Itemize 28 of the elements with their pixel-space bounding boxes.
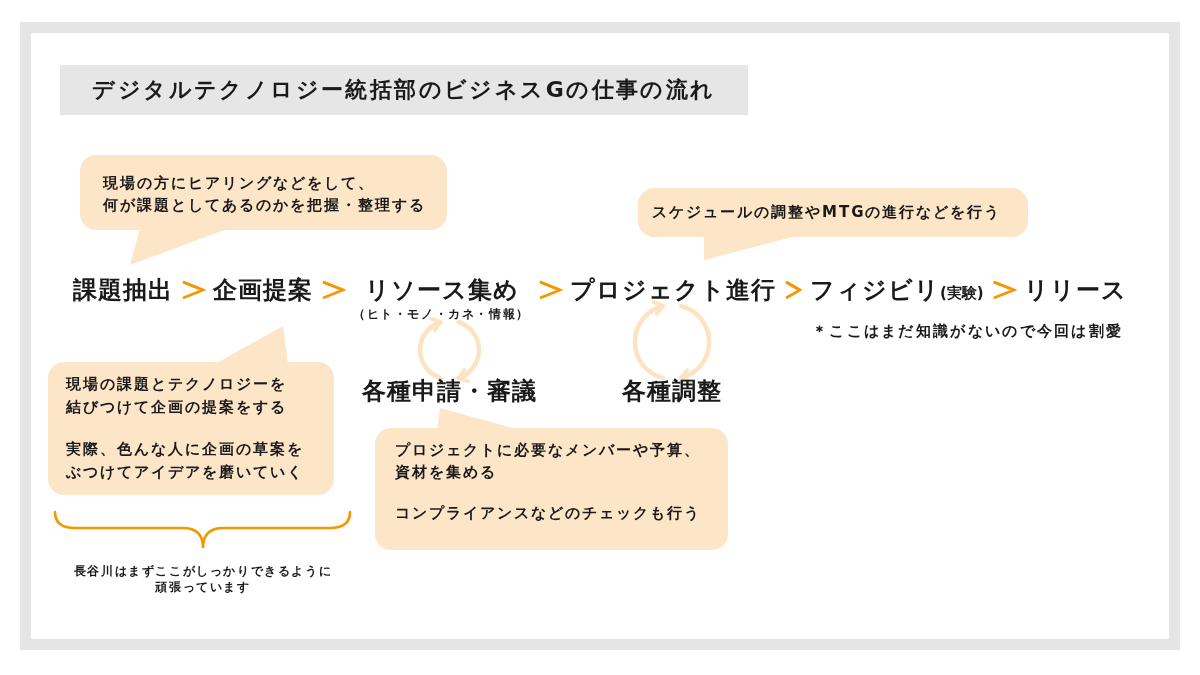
bubble-text: コンプライアンスなどのチェックも行う [395, 503, 702, 524]
chevron-arrow [321, 280, 345, 300]
bubble-text: 実際、色んな人に企画の草案をぶつけてアイデアを磨いていく [66, 439, 305, 483]
chevron-arrow [538, 280, 562, 300]
footnote-text: ＊ここはまだ知識がないので今回は割愛 [812, 321, 1124, 342]
brace-note: 長谷川はまずここがしっかりできるように頑張っています [72, 563, 334, 595]
chevron-arrow [992, 280, 1016, 300]
chevron-arrow [784, 280, 802, 300]
bubble-text: 現場の課題とテクノロジーを結びつけて企画の提案をする [66, 374, 288, 418]
step-label: フィジビリ [810, 275, 940, 306]
chevron-arrow [181, 280, 205, 300]
step-label: プロジェクト進行 [560, 274, 786, 306]
step-label: 企画提案 [203, 274, 323, 306]
bubble-text: スケジュールの調整やMTGの進行などを行う [652, 202, 1003, 223]
subtask-label: 各種調整 [622, 378, 722, 404]
step-label: リリース [1014, 274, 1137, 306]
step-subtitle: （ヒト・モノ・カネ・情報） [353, 306, 530, 322]
cycle-arrow [417, 317, 443, 381]
bubble-text: プロジェクトに必要なメンバーや予算、資材を集める [395, 440, 702, 483]
cycle-arrow [456, 319, 482, 383]
step-note: (実験) [940, 284, 984, 303]
cycle-arrow [678, 303, 712, 384]
title-banner: デジタルテクノロジー統括部のビジネスGの仕事の流れ [60, 65, 748, 115]
step-label: 課題抽出 [63, 274, 183, 306]
subtask-label: 各種申請・審議 [362, 378, 537, 404]
step-label: リソース集め [364, 275, 519, 306]
bubble-text: 現場の方にヒアリングなどをして、何が課題としてあるのかを把握・整理する [103, 173, 427, 216]
cycle-arrow [632, 300, 666, 381]
